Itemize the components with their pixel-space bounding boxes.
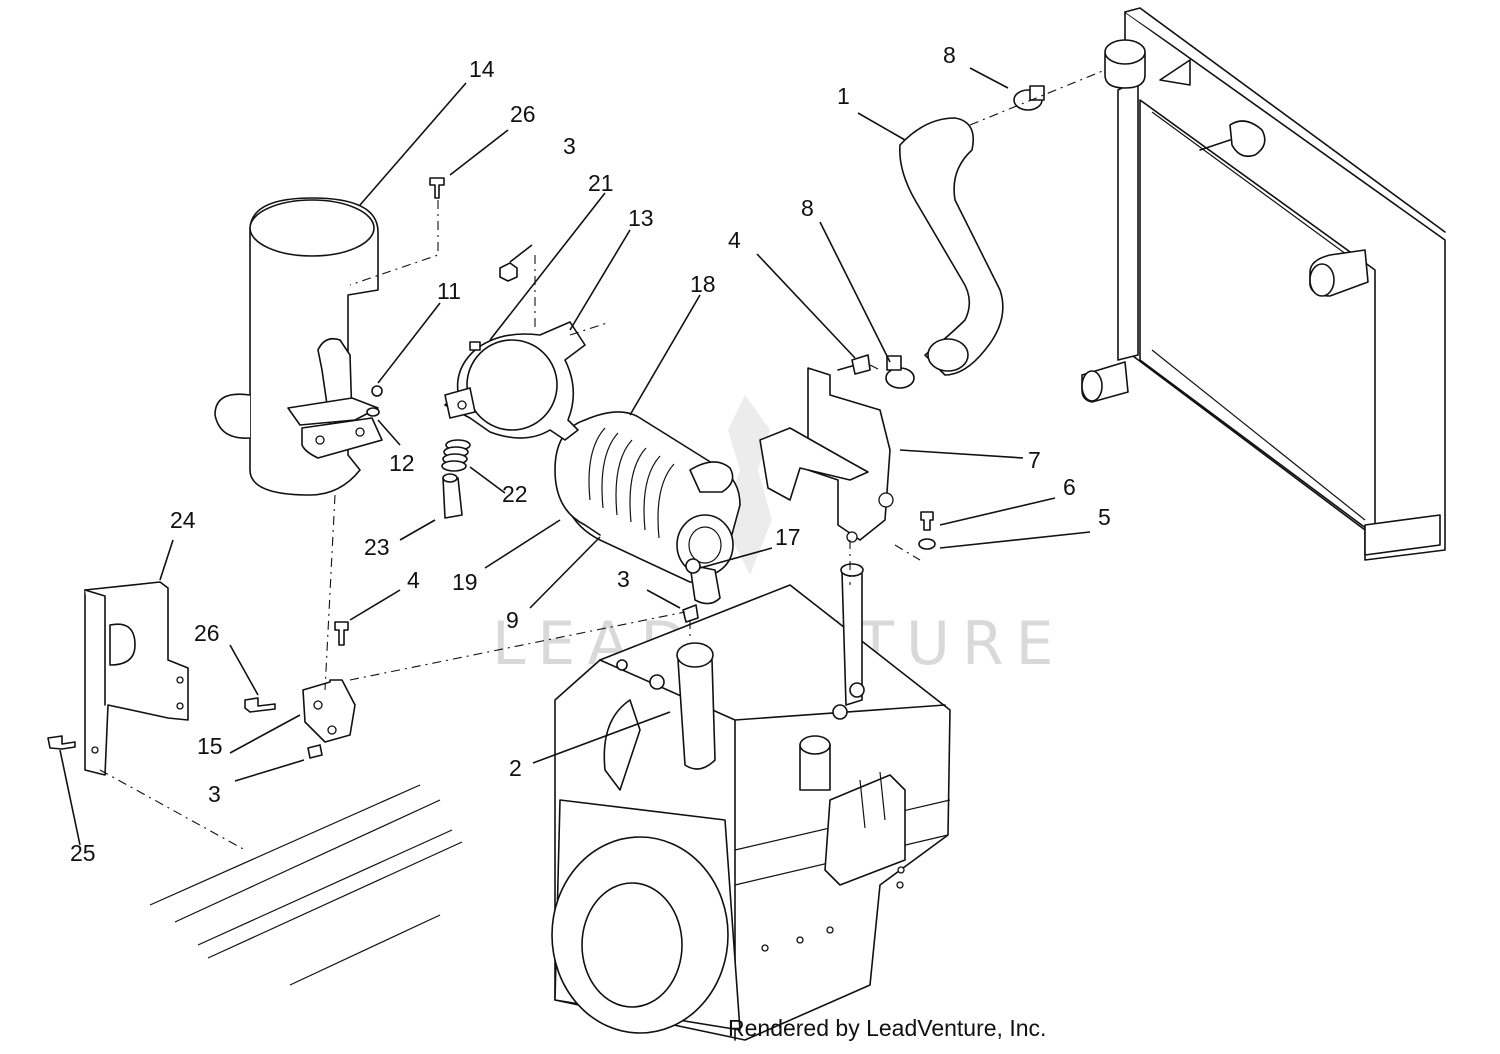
bolt-26-left [244,697,276,713]
bolt-26-top [429,177,445,199]
callout-15: 15 [197,733,223,759]
bolt-23 [442,473,463,519]
callout-18: 18 [690,271,716,297]
callout-2: 2 [509,755,522,781]
callout-21: 21 [588,170,614,196]
callout-3-left: 3 [208,781,221,807]
radiator [1081,7,1446,561]
bolt-25 [47,735,76,750]
nut-3-engine [682,604,699,623]
heat-shield [84,581,189,776]
callout-26-top: 26 [510,101,536,127]
callout-3-top: 3 [563,133,576,159]
callout-12: 12 [389,450,415,476]
callout-6: 6 [1063,474,1076,500]
bolt-6 [920,511,934,531]
spring [441,439,471,472]
hose-clamp-upper [1013,85,1045,111]
washer-5 [918,538,936,550]
radiator-hose [898,117,1004,376]
callout-19: 19 [452,569,478,595]
frame-rails [149,784,463,986]
nut-3-left [307,744,323,759]
callout-4-left: 4 [407,567,420,593]
muffler [214,197,383,496]
leader-lines [59,67,1091,846]
callout-labels: 1 2 3 3 3 4 4 5 6 7 8 8 9 11 12 13 14 15… [70,42,1111,866]
engine [551,563,951,1041]
nut-11 [371,385,383,397]
callout-13: 13 [628,205,654,231]
callout-5: 5 [1098,504,1111,530]
callout-17: 17 [775,524,801,550]
centerlines [99,69,1106,851]
callout-23: 23 [364,534,390,560]
callout-24: 24 [170,507,196,533]
callout-3-engine: 3 [617,566,630,592]
render-credit: Rendered by LeadVenture, Inc. [728,1015,1047,1041]
nut-21 [469,341,481,351]
mounting-bracket [759,367,894,543]
hose-clamp-lower [885,355,915,389]
band-clamp [444,321,586,441]
air-cleaner [554,411,741,605]
muffler-bracket [302,679,356,743]
callout-9: 9 [506,607,519,633]
callout-14: 14 [469,56,495,82]
callout-26-left: 26 [194,620,220,646]
washer-12 [366,407,380,417]
callout-8-top: 8 [943,42,956,68]
callout-8-lower: 8 [801,195,814,221]
nut-3-top [499,262,518,282]
callout-4-bracket: 4 [728,227,741,253]
hardware [47,177,936,759]
callout-7: 7 [1028,447,1041,473]
callout-22: 22 [502,481,528,507]
bolt-4-left [334,621,349,646]
callout-1: 1 [837,83,850,109]
callout-11: 11 [437,278,461,304]
bolt-4-bracket [837,354,871,375]
callout-25: 25 [70,840,96,866]
